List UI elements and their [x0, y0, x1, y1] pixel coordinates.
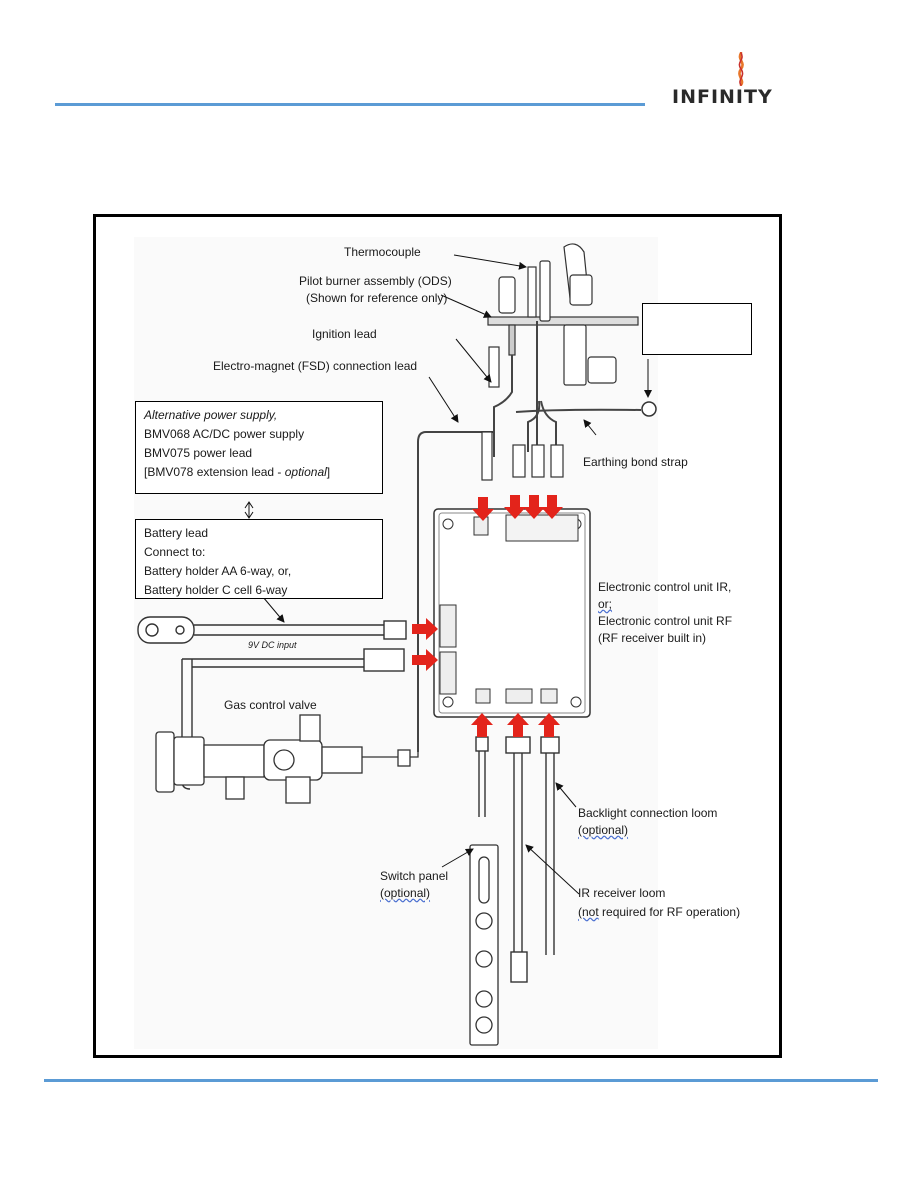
pointer-lines: [244, 254, 652, 895]
alt-power-item: BMV075 power lead: [144, 446, 253, 460]
red-connection-arrows: [412, 495, 563, 737]
label-ir-receiver: IR receiver loom: [578, 886, 666, 900]
label-dc-input: 9V DC input: [248, 640, 297, 650]
label-gas-valve: Gas control valve: [224, 698, 317, 712]
battery-lead-title: Battery lead: [144, 526, 209, 540]
earth-terminal: [641, 401, 657, 417]
battery-lead-item: Battery holder C cell 6-way: [144, 583, 288, 597]
alt-power-item-text: [BMV078 extension lead -: [144, 465, 285, 479]
label-backlight: Backlight connection loom: [578, 806, 718, 820]
label-ecu-or: or;: [598, 597, 613, 611]
lead-connectors: [481, 346, 564, 481]
brand-wordmark: INFINITY: [672, 86, 773, 108]
diagram-drawing: [134, 237, 658, 1049]
alt-power-title: Alternative power supply,: [144, 408, 278, 422]
battery-lead-item: Battery holder AA 6-way, or,: [144, 564, 292, 578]
label-ir-note-not: (not: [578, 905, 599, 919]
label-switch-panel: Switch panel: [380, 869, 449, 883]
header-rule: [55, 103, 645, 106]
alt-power-optional: optional: [284, 465, 327, 479]
pilot-leads: [417, 321, 642, 752]
label-backlight-optional: (optional): [578, 823, 629, 837]
wiring-diagram: Alternative power supply, BMV068 AC/DC p…: [93, 214, 782, 1058]
alt-power-bracket: ]: [326, 465, 331, 479]
gas-control-valve: [155, 714, 419, 804]
label-ir-note-rest: required for RF operation): [598, 905, 741, 919]
flame-icon: [738, 52, 744, 86]
label-electro-magnet: Electro-magnet (FSD) connection lead: [213, 359, 418, 373]
brand-logo: INFINITY: [672, 52, 812, 112]
label-pilot-reference: (Shown for reference only): [306, 291, 448, 305]
label-ir-note: (not required for RF operation): [578, 904, 740, 921]
battery-lead-box: Battery lead Connect to: Battery holder …: [135, 519, 383, 599]
pilot-burner-assembly: [487, 243, 639, 386]
label-ecu-rf-note: (RF receiver built in): [598, 631, 707, 645]
alt-power-item: [BMV078 extension lead - optional]: [144, 463, 374, 482]
label-switch-optional: (optional): [380, 886, 431, 900]
label-ignition-lead: Ignition lead: [312, 327, 377, 341]
alt-power-item: BMV068 AC/DC power supply: [144, 427, 305, 441]
label-pilot-burner: Pilot burner assembly (ODS): [299, 274, 452, 288]
electronic-control-unit: [433, 508, 591, 718]
label-thermocouple: Thermocouple: [344, 245, 421, 259]
note-box-empty: [642, 303, 752, 355]
alt-power-box: Alternative power supply, BMV068 AC/DC p…: [135, 401, 383, 494]
label-earthing: Earthing bond strap: [583, 455, 688, 469]
label-ecu-rf: Electronic control unit RF: [598, 614, 733, 628]
footer-rule: [44, 1079, 878, 1082]
battery-lead-item: Connect to:: [144, 545, 206, 559]
label-ecu: Electronic control unit IR,: [598, 580, 732, 594]
switch-panel: [469, 844, 499, 1046]
